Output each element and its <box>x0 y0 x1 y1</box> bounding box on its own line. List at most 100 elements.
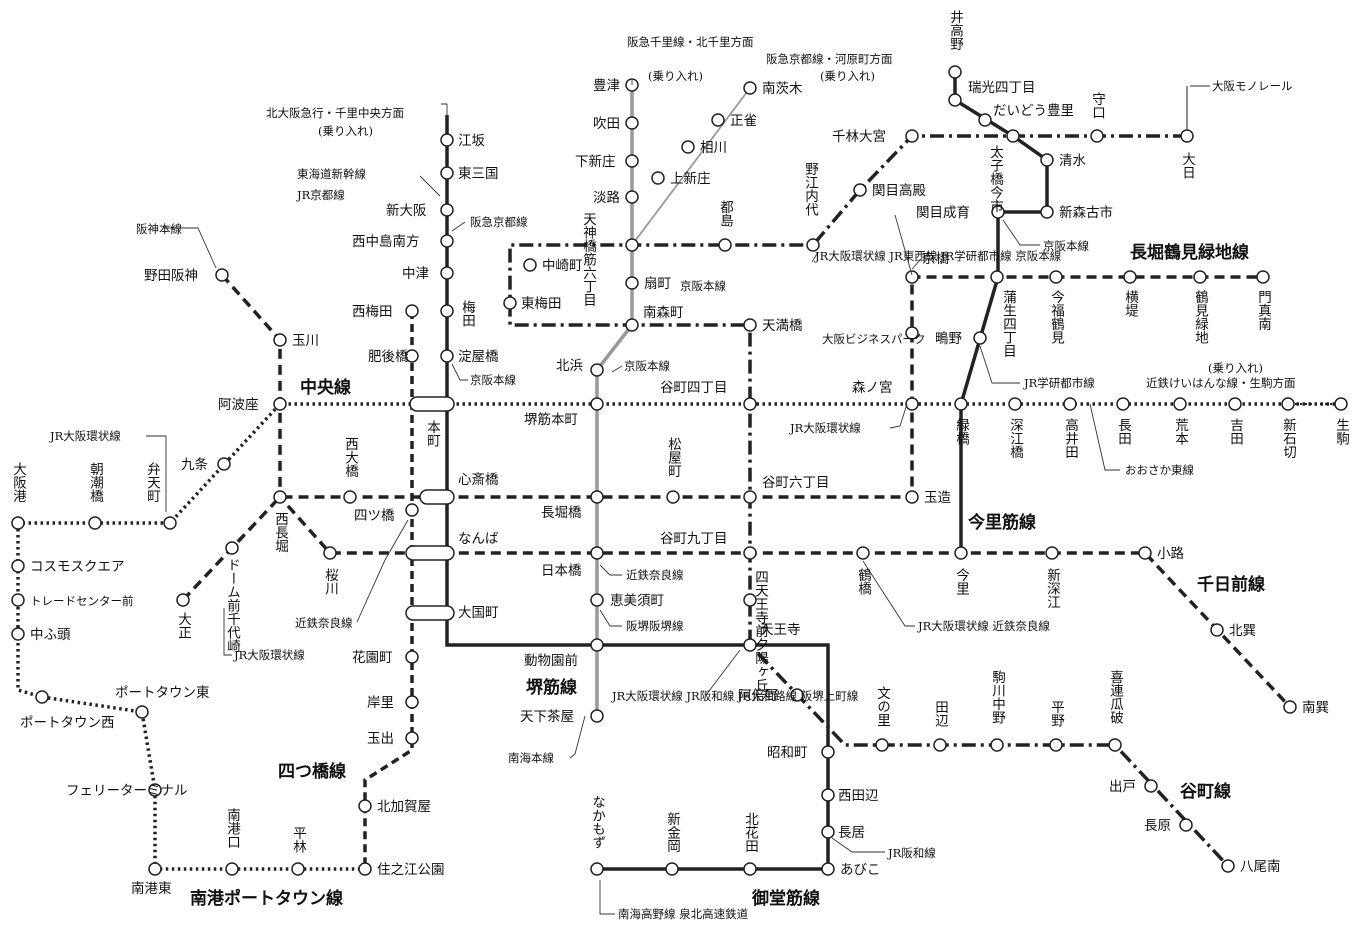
station-shojaku[interactable] <box>711 113 725 127</box>
station-porttownhigashi[interactable] <box>135 705 149 719</box>
station-shinishikiri[interactable] <box>1281 397 1295 411</box>
station-daidotoyosato[interactable] <box>978 113 992 127</box>
station-hirabayashi[interactable] <box>291 862 305 876</box>
station-suita[interactable] <box>625 116 639 130</box>
station-higashiumeda[interactable] <box>503 296 517 310</box>
station-domemae[interactable] <box>225 541 239 555</box>
station-ogimachi[interactable] <box>625 276 639 290</box>
station-nipponbashi[interactable] <box>590 546 604 560</box>
station-awaji[interactable] <box>625 190 639 204</box>
station-tanimachi4[interactable] <box>743 397 757 411</box>
station-asashiobashi[interactable] <box>88 516 102 530</box>
station-kiremeriuriwari[interactable] <box>1108 738 1122 752</box>
station-higobashi[interactable] <box>405 349 419 363</box>
station-temmabashi[interactable] <box>743 318 757 332</box>
station-yaominami[interactable] <box>1221 859 1235 873</box>
station-shinmorifurumichi[interactable] <box>1040 205 1054 219</box>
daikokucho-pill[interactable] <box>405 605 455 621</box>
station-tradecenter[interactable] <box>11 593 25 607</box>
station-moriguchi[interactable] <box>1090 129 1104 143</box>
station-zuikoyonchome[interactable] <box>948 93 962 107</box>
station-kitatatsumi[interactable] <box>1210 623 1224 637</box>
station-yoshita[interactable] <box>1228 397 1242 411</box>
station-kamishinjo[interactable] <box>651 171 665 185</box>
station-dainichi[interactable] <box>1180 129 1194 143</box>
station-tamagawa[interactable] <box>273 333 287 347</box>
station-tsurumiryokuchi[interactable] <box>1193 270 1207 284</box>
station-midoribashi[interactable] <box>954 397 968 411</box>
station-taishibashiimaichi[interactable] <box>1006 129 1020 143</box>
station-ebisucho[interactable] <box>590 593 604 607</box>
station-kishinosato[interactable] <box>405 695 419 709</box>
station-kyobashi[interactable] <box>905 270 919 284</box>
station-suminoekoen[interactable] <box>358 862 372 876</box>
station-sakuragawa[interactable] <box>323 546 337 560</box>
station-minamimorimachi[interactable] <box>625 318 639 332</box>
station-dobutsuenmae[interactable] <box>590 638 604 652</box>
station-gamoyonchome[interactable] <box>990 270 1004 284</box>
station-tengachaya[interactable] <box>590 709 604 723</box>
station-kadomaminami[interactable] <box>1256 270 1270 284</box>
station-nodahanshin[interactable] <box>215 268 229 282</box>
station-shinosaka[interactable] <box>440 203 454 217</box>
station-shimizu[interactable] <box>1040 153 1054 167</box>
station-tanimachi6[interactable] <box>743 490 757 504</box>
station-nagahoribashi[interactable] <box>590 490 604 504</box>
station-shigino[interactable] <box>973 331 987 345</box>
station-kitakagaya[interactable] <box>358 799 372 813</box>
station-taisho[interactable] <box>176 593 190 607</box>
station-kitahama[interactable] <box>590 363 604 377</box>
station-matsuyamachi[interactable] <box>666 490 680 504</box>
station-tsuruhashi[interactable] <box>856 546 870 560</box>
station-morinomiya[interactable] <box>905 397 919 411</box>
station-tanabe[interactable] <box>933 738 947 752</box>
station-sekimetakadono[interactable] <box>853 183 867 197</box>
shinsaibashi-pill[interactable] <box>419 489 455 505</box>
station-tanimachi9[interactable] <box>743 546 757 560</box>
station-nagai[interactable] <box>821 825 835 839</box>
namba-pill[interactable] <box>405 545 455 561</box>
station-nishinakajimaminamigata[interactable] <box>440 234 454 248</box>
station-minamiibaraki[interactable] <box>743 81 757 95</box>
station-higashimikuni[interactable] <box>440 166 454 180</box>
station-nagahara[interactable] <box>1179 818 1193 832</box>
station-minamitatsumi[interactable] <box>1283 700 1297 714</box>
station-bentencho[interactable] <box>163 516 177 530</box>
station-shinfukae[interactable] <box>1045 546 1059 560</box>
station-nankohigashi[interactable] <box>148 862 162 876</box>
station-tenjimbashisuji6[interactable] <box>625 238 639 252</box>
station-tamatsukuri[interactable] <box>905 490 919 504</box>
station-kitahanada[interactable] <box>743 862 757 876</box>
station-takaida[interactable] <box>1063 397 1077 411</box>
station-nishiumeda[interactable] <box>405 304 419 318</box>
station-aikawa[interactable] <box>681 140 695 154</box>
station-nagata[interactable] <box>1116 397 1130 411</box>
station-nishiohashi[interactable] <box>343 490 357 504</box>
station-umeda[interactable] <box>440 304 454 318</box>
station-ikoma[interactable] <box>1334 397 1348 411</box>
hommachi-pill[interactable] <box>409 396 455 412</box>
station-nishitanabe[interactable] <box>821 788 835 802</box>
station-osakako[interactable] <box>11 516 25 530</box>
station-porttownnishi[interactable] <box>35 690 49 704</box>
station-nakafuto[interactable] <box>11 627 25 641</box>
station-nakatsu[interactable] <box>440 266 454 280</box>
station-yodoyabashi[interactable] <box>440 349 454 363</box>
station-kujo[interactable] <box>217 457 231 471</box>
station-abiko[interactable] <box>821 862 835 876</box>
station-imazato[interactable] <box>954 546 968 560</box>
station-sakaisujihommachi[interactable] <box>590 397 604 411</box>
station-nakazakicho[interactable] <box>523 258 537 272</box>
station-komagawanakano[interactable] <box>990 738 1004 752</box>
station-osakabusinesspark[interactable] <box>905 326 919 340</box>
station-aramoto[interactable] <box>1173 397 1187 411</box>
station-shinshinjo[interactable] <box>625 154 639 168</box>
station-fukaebashi[interactable] <box>1008 397 1022 411</box>
station-yokozutsumi[interactable] <box>1123 270 1137 284</box>
station-noeuchindai[interactable] <box>806 238 820 252</box>
station-nishinagahori[interactable] <box>273 490 287 504</box>
station-yotsubashi[interactable] <box>405 503 419 517</box>
station-fuminosato[interactable] <box>875 738 889 752</box>
station-dedo[interactable] <box>1144 779 1158 793</box>
station-shinkanaoka[interactable] <box>665 862 679 876</box>
